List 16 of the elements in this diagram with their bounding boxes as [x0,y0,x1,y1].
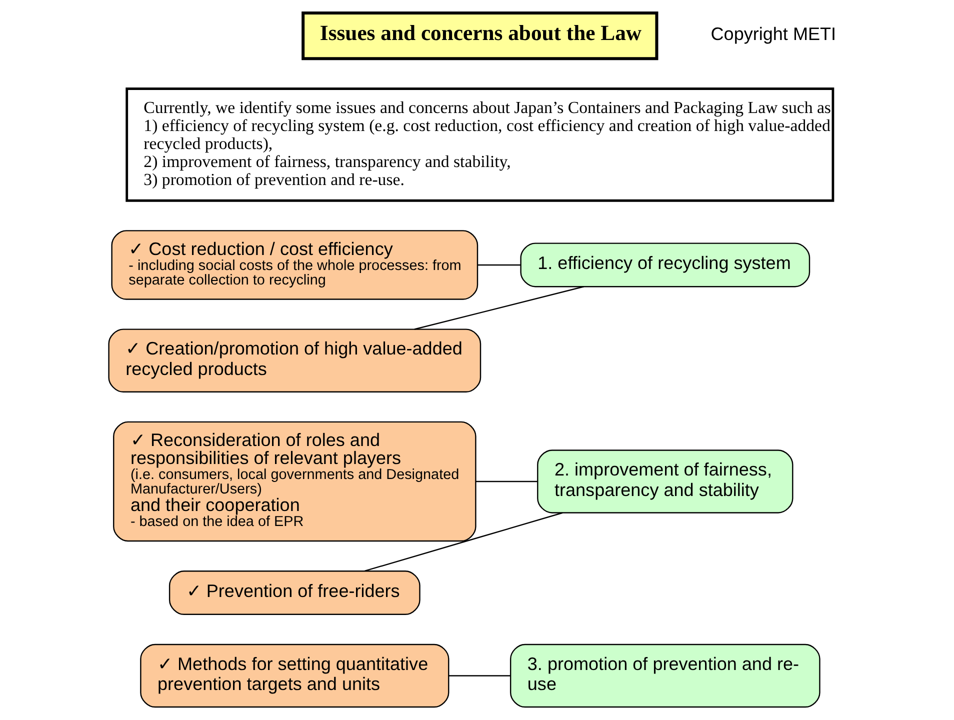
node-box: ✓ Cost reduction / cost efficiency - including social costs of the whole processes: from separate collection to recycling [110,230,478,300]
connector [475,480,537,482]
node-box: ✓ Creation/promotion of high value-added recycled products [108,328,481,392]
node-box: 2. improvement of fairness, transparency and stability [536,450,793,514]
label: Copyright METI [710,24,836,44]
connector [414,286,584,330]
node-box: 3. promotion of prevention and re-use [509,644,820,708]
node-box: Issues and concerns about the Law [301,11,658,60]
connector [448,675,510,676]
node-box: ✓ Reconsideration of roles and responsibilities of relevant players (i.e. consumers, local governments and Designated Manufacturer/Users) and their cooperation - based on the idea of EPR [112,421,476,542]
node-box: ✓ Methods for setting quantitative prevention targets and units [140,644,449,708]
connector [364,512,562,572]
node-box: Currently, we identify some issues and concerns about Japan’s Containers and Packaging Law such as 1) efficiency of recycling system (e.g. cost reduction, cost efficiency and creation of high value-added recycled products), 2) improvement of fairness, transparency and stability, 3) promotion of prevention and re-use. [125,88,834,202]
connector [477,264,520,266]
node-box: 1. efficiency of recycling system [520,242,810,288]
node-box: ✓ Prevention of free-riders [168,570,420,616]
